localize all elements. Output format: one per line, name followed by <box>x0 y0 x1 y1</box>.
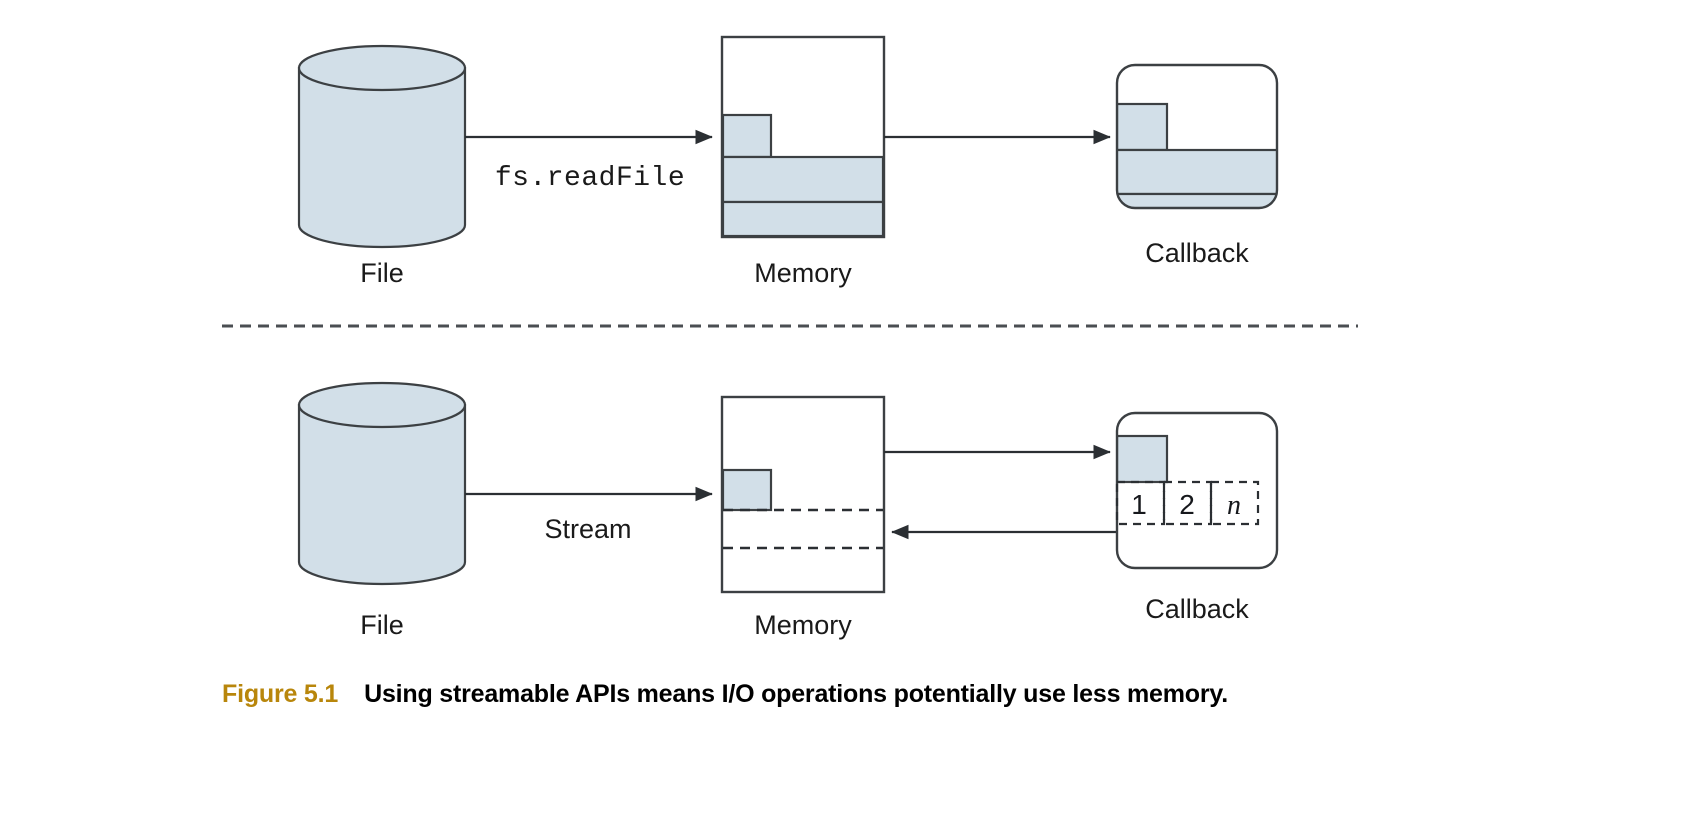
bottom-callback-chunk-cells: 1 2 n <box>1115 480 1260 526</box>
cylinder-top-icon <box>297 44 467 92</box>
top-file-label: File <box>360 258 404 288</box>
chunk-cell-n-label: n <box>1227 490 1241 521</box>
top-callback-chunk-block-small <box>1117 102 1169 152</box>
rounded-box-icon <box>1115 63 1279 210</box>
top-file-cylinder <box>297 44 467 249</box>
figure-caption: Figure 5.1 Using streamable APIs means I/… <box>222 680 1522 709</box>
bottom-callback-label: Callback <box>1145 594 1249 624</box>
chunk-cell-n <box>1209 480 1260 526</box>
top-edge-file-to-memory-label: fs.readFile <box>495 163 685 194</box>
top-callback-label: Callback <box>1145 238 1249 268</box>
chunk-cell-1-label: 1 <box>1131 489 1147 520</box>
figure-caption-text: Using streamable APIs means I/O operatio… <box>364 680 1228 708</box>
cylinder-icon <box>297 66 467 249</box>
cylinder-icon <box>297 403 467 586</box>
bottom-edge-file-to-memory-label: Stream <box>544 514 631 544</box>
top-memory-buffer-block-wide-1 <box>721 155 885 204</box>
bottom-memory-chunk-block-small <box>721 468 773 512</box>
bottom-file-label: File <box>360 610 404 640</box>
bottom-memory-box <box>720 395 886 594</box>
top-row-group: File fs.readFile Memory <box>297 35 1279 288</box>
top-memory-buffer-block-wide-2 <box>721 200 885 238</box>
bottom-callback-box: 1 2 n <box>1115 411 1279 570</box>
cylinder-top-icon <box>297 381 467 429</box>
chunk-cell-2 <box>1162 480 1213 526</box>
top-callback-buffer-block-wide-1 <box>1117 148 1277 196</box>
chunk-cell-2-label: 2 <box>1179 489 1195 520</box>
bottom-file-cylinder <box>297 381 467 586</box>
chunk-cell-1 <box>1115 480 1166 526</box>
bottom-memory-label: Memory <box>754 610 852 640</box>
top-callback-box <box>1115 63 1279 210</box>
top-memory-label: Memory <box>754 258 852 288</box>
bottom-callback-chunk-block-small <box>1117 434 1169 484</box>
top-callback-buffer-block-wide-2 <box>1117 192 1277 208</box>
top-memory-chunk-block-small <box>721 113 773 159</box>
top-memory-box <box>720 35 886 239</box>
bottom-row-group: File Stream Memory <box>297 381 1279 640</box>
figure-caption-label: Figure 5.1 <box>222 680 339 708</box>
